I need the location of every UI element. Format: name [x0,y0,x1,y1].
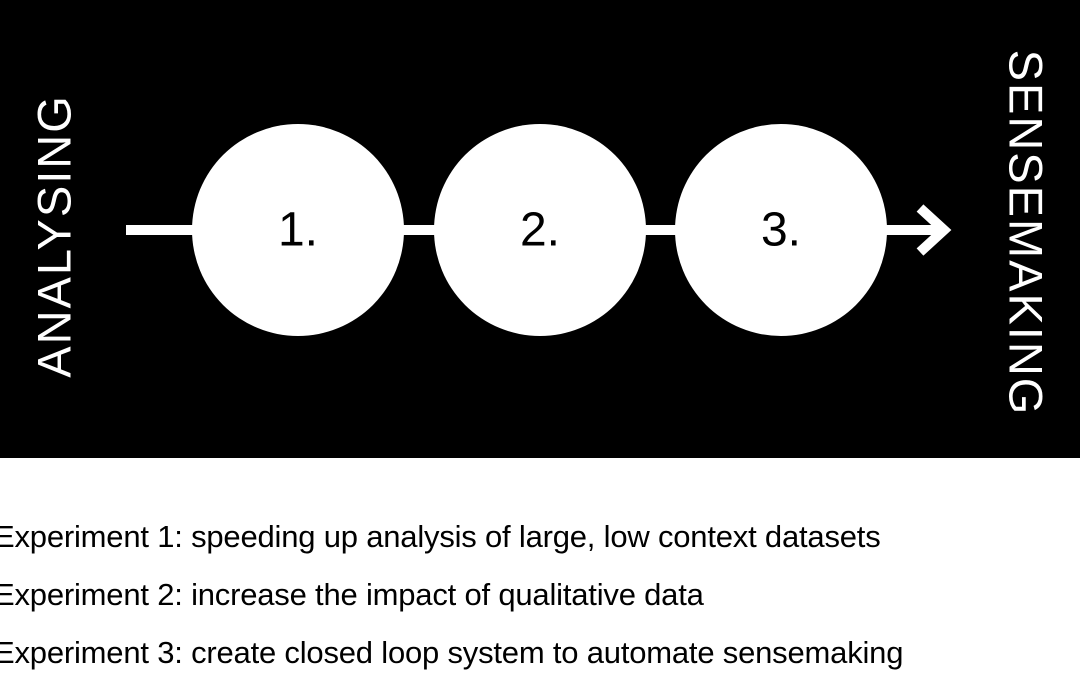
step-label-2: 2. [520,204,560,257]
step-circle-2 [434,124,646,336]
step-label-1: 1. [278,204,318,257]
end-label: SENSEMAKING [999,49,1053,417]
process-flow: 1. 2. 3. [126,124,952,336]
arrow-head-icon [916,204,952,256]
experiment-item: Experiment 1: speeding up analysis of la… [0,519,881,554]
start-label: ANALYSING [27,94,81,378]
experiment-item: Experiment 3: create closed loop system … [0,635,904,670]
step-circle-3 [675,124,887,336]
experiment-item: Experiment 2: increase the impact of qua… [0,577,704,612]
step-label-3: 3. [761,204,801,257]
step-circle-1 [192,124,404,336]
process-panel: 1. 2. 3. ANALYSING SENSEMAKING [0,0,1080,458]
experiment-list: Experiment 1: speeding up analysis of la… [0,508,903,675]
